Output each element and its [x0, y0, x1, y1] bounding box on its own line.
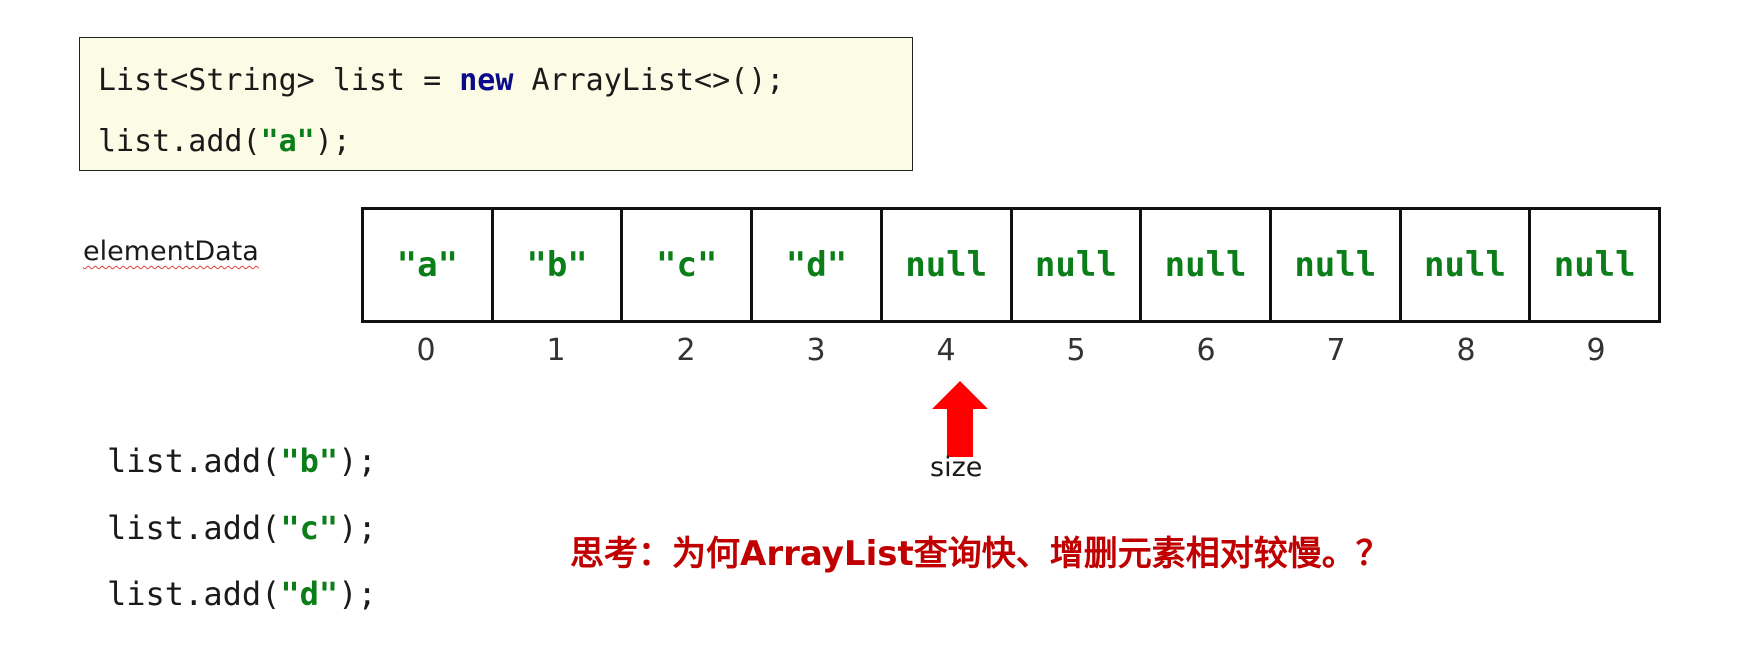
code-line-declaration: List<String> list = new ArrayList<>();	[98, 66, 784, 96]
array-index-9: 9	[1586, 333, 1606, 368]
keyword-new: new	[459, 63, 514, 98]
code-text: );	[314, 124, 351, 159]
array-index-5: 5	[1066, 333, 1086, 368]
code-text: );	[338, 442, 377, 480]
element-data-array: "a" "b" "c" "d" null null null null null…	[361, 207, 1661, 323]
code-text: );	[338, 509, 377, 547]
array-cell-9: null	[1553, 245, 1636, 285]
code-line-add-a: list.add("a");	[98, 127, 351, 157]
code-line-add-b: list.add("b");	[107, 445, 377, 477]
code-text: list.add(	[107, 509, 281, 547]
size-label: size	[930, 452, 983, 483]
array-cell-5: null	[1013, 210, 1143, 320]
code-box: List<String> list = new ArrayList<>(); l…	[79, 37, 913, 171]
array-cell-7: null	[1272, 210, 1402, 320]
array-cell-3: "d"	[753, 210, 883, 320]
string-literal: "c"	[280, 509, 339, 547]
array-indices: 0 1 2 3 4 5 6 7 8 9	[361, 333, 1661, 368]
string-literal: "d"	[280, 575, 339, 613]
code-text: List<String> list =	[98, 63, 460, 98]
array-cell-0: "a"	[364, 210, 494, 320]
question-text: 思考：为何ArrayList查询快、增删元素相对较慢。？	[570, 534, 1390, 574]
array-index-7: 7	[1326, 333, 1346, 368]
code-text: list.add(	[107, 442, 281, 480]
array-cell-1: "b"	[494, 210, 624, 320]
code-line-add-c: list.add("c");	[107, 512, 377, 544]
code-text: ArrayList<>();	[513, 63, 785, 98]
array-label: elementData	[83, 236, 259, 267]
array-index-0: 0	[416, 333, 436, 368]
array-index-6: 6	[1196, 333, 1216, 368]
array-cell-2: "c"	[623, 210, 754, 320]
array-cell-4: null	[883, 210, 1013, 320]
size-arrow-icon	[932, 381, 988, 457]
array-index-3: 3	[806, 333, 826, 368]
array-index-4: 4	[936, 333, 956, 368]
array-index-8: 8	[1456, 333, 1476, 368]
array-index-2: 2	[676, 333, 696, 368]
string-literal: "a"	[260, 124, 315, 159]
code-text: list.add(	[98, 124, 261, 159]
code-line-add-d: list.add("d");	[107, 578, 377, 610]
string-literal: "b"	[280, 442, 339, 480]
code-text: list.add(	[107, 575, 281, 613]
code-text: );	[338, 575, 377, 613]
array-index-1: 1	[546, 333, 566, 368]
array-cell-6: null	[1142, 210, 1272, 320]
array-cell-8: null	[1402, 210, 1532, 320]
